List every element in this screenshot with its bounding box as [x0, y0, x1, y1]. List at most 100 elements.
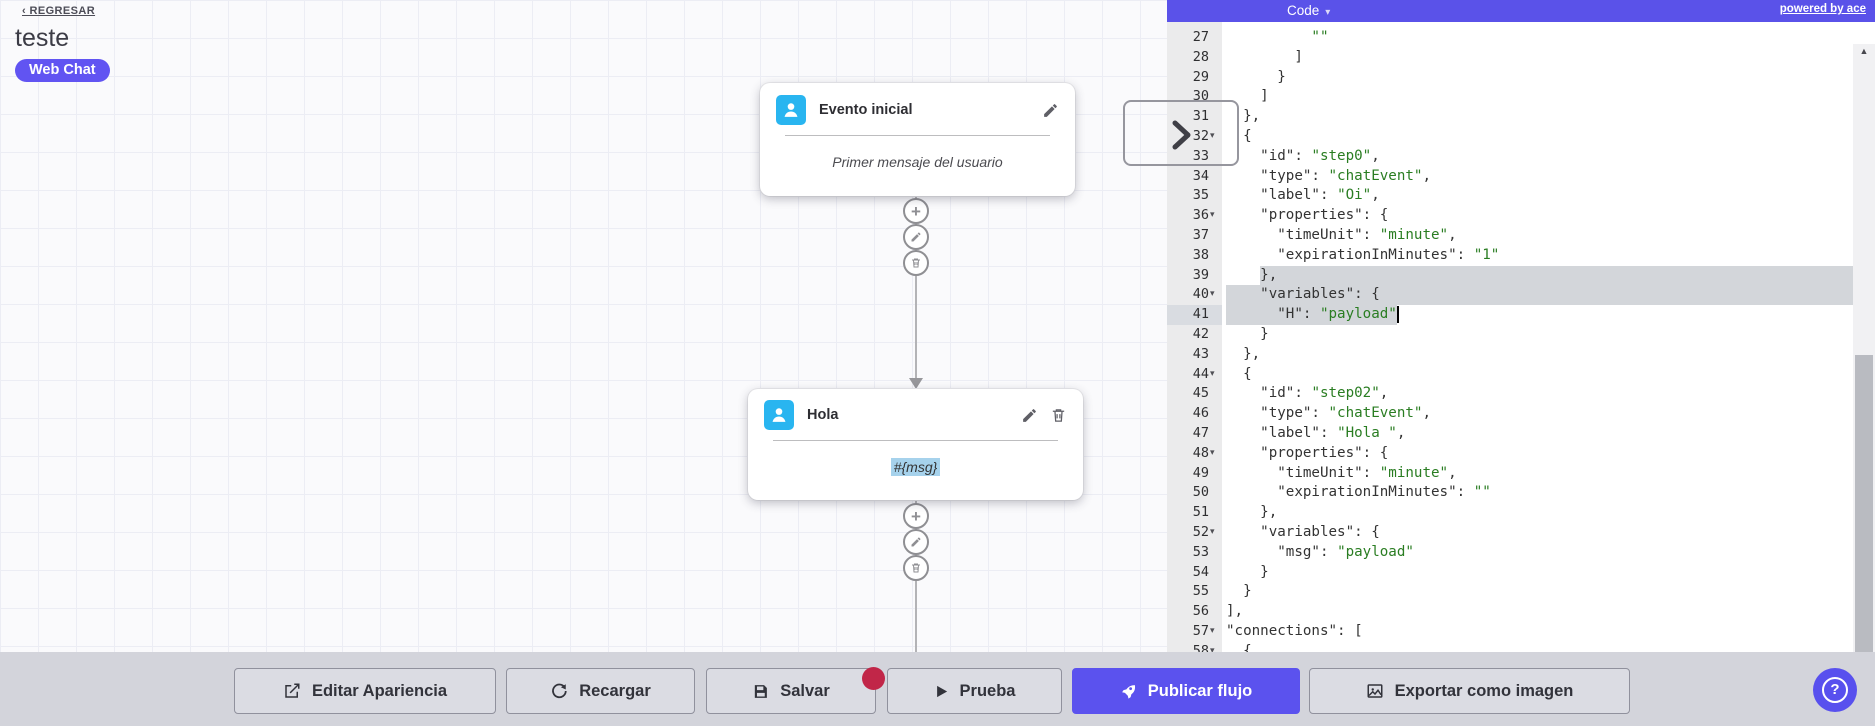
pencil-icon [911, 537, 921, 547]
edit-node-button[interactable] [1042, 102, 1059, 119]
code-line-44[interactable]: 44▾ { [1167, 364, 1853, 385]
code-line-36[interactable]: 36▾ "properties": { [1167, 206, 1853, 226]
delete-node-button[interactable] [1050, 407, 1067, 424]
line-number: 41 [1167, 305, 1222, 325]
code-line-33[interactable]: 33 "id": "step0", [1167, 146, 1853, 167]
fold-arrow-icon[interactable]: ▾ [1210, 210, 1215, 221]
bottom-toolbar: Editar Apariencia Recargar Salvar Prueba… [0, 652, 1875, 726]
publicar-flujo-button[interactable]: Publicar flujo [1072, 668, 1300, 714]
trash-icon [912, 258, 920, 268]
code-line-45[interactable]: 45 "id": "step02", [1167, 384, 1853, 405]
fold-arrow-icon[interactable]: ▾ [1210, 447, 1215, 458]
code-line-51[interactable]: 51 }, [1167, 503, 1853, 523]
code-line-30[interactable]: 30 ] [1167, 87, 1853, 108]
scroll-up-icon[interactable]: ▲ [1859, 46, 1869, 56]
scrollbar-thumb[interactable] [1855, 355, 1873, 655]
editor-header: Code▾ powered by ace [1167, 0, 1875, 22]
code-text: "type": "chatEvent", [1260, 405, 1432, 422]
fold-arrow-icon[interactable]: ▾ [1210, 289, 1215, 300]
editor-scrollbar[interactable]: ▲ [1853, 44, 1875, 655]
code-line-54[interactable]: 54 } [1167, 562, 1853, 583]
fold-arrow-icon[interactable]: ▾ [1210, 368, 1215, 379]
add-step-button[interactable]: + [903, 503, 929, 529]
code-text: ] [1226, 88, 1269, 105]
code-line-55[interactable]: 55 } [1167, 582, 1853, 603]
code-line-58[interactable]: 58▾ { [1167, 641, 1853, 655]
code-line-35[interactable]: 35 "label": "Oi", [1167, 186, 1853, 207]
fold-arrow-icon[interactable]: ▾ [1210, 526, 1215, 537]
line-number: 56 [1167, 602, 1222, 622]
refresh-icon [552, 683, 567, 699]
exportar-imagen-button[interactable]: Exportar como imagen [1309, 668, 1630, 714]
divider [773, 440, 1058, 441]
line-number: 50 [1167, 483, 1222, 504]
code-line-47[interactable]: 47 "label": "Hola ", [1167, 423, 1853, 444]
code-text: "timeUnit": "minute", [1277, 464, 1457, 481]
code-line-42[interactable]: 42 } [1167, 324, 1853, 345]
flow-node-hola[interactable]: Hola #{msg} [748, 389, 1083, 500]
line-number: 40 [1167, 285, 1222, 306]
code-editor-area[interactable]: 27 ""28 ]29 }30 ]31 },32▾ {33 "id": "ste… [1167, 22, 1875, 655]
edit-connection-button[interactable] [903, 529, 929, 555]
code-line-27[interactable]: 27 "" [1167, 28, 1853, 48]
salvar-button[interactable]: Salvar [706, 668, 876, 714]
code-line-48[interactable]: 48▾ "properties": { [1167, 443, 1853, 464]
code-text: { [1226, 127, 1252, 144]
code-line-32[interactable]: 32▾ { [1167, 126, 1853, 147]
collapse-panel-button[interactable] [1123, 100, 1239, 166]
code-mode-dropdown[interactable]: Code▾ [1287, 3, 1331, 18]
user-icon [776, 95, 806, 125]
edit-node-button[interactable] [1021, 407, 1038, 424]
powered-by-ace-link[interactable]: powered by ace [1779, 3, 1866, 15]
help-button[interactable]: ? [1813, 668, 1857, 712]
code-line-41[interactable]: 41 "H": "payload" [1167, 305, 1853, 325]
code-line-38[interactable]: 38 "expirationInMinutes": "1" [1167, 245, 1853, 266]
line-number: 51 [1167, 503, 1222, 523]
flow-canvas[interactable]: ‹ REGRESAR teste Web Chat + + Even [0, 0, 1875, 652]
user-icon [764, 400, 794, 430]
delete-connection-button[interactable] [903, 250, 929, 276]
code-text: } [1226, 68, 1286, 85]
code-line-52[interactable]: 52▾ "variables": { [1167, 522, 1853, 543]
code-line-39[interactable]: 39 }, [1167, 265, 1853, 286]
line-number: 52 [1167, 522, 1222, 543]
fold-arrow-icon[interactable]: ▾ [1210, 625, 1215, 636]
play-icon [936, 685, 947, 697]
code-line-31[interactable]: 31 }, [1167, 107, 1853, 127]
code-line-53[interactable]: 53 "msg": "payload" [1167, 542, 1853, 563]
code-line-37[interactable]: 37 "timeUnit": "minute", [1167, 225, 1853, 246]
edit-connection-button[interactable] [903, 224, 929, 250]
code-text: } [1226, 583, 1252, 600]
code-line-34[interactable]: 34 "type": "chatEvent", [1167, 166, 1853, 187]
code-line-46[interactable]: 46 "type": "chatEvent", [1167, 404, 1853, 424]
code-line-57[interactable]: 57▾"connections": [ [1167, 621, 1853, 642]
code-line-29[interactable]: 29 } [1167, 67, 1853, 88]
page-title: teste [15, 24, 70, 52]
code-line-28[interactable]: 28 ] [1167, 47, 1853, 68]
back-link[interactable]: ‹ REGRESAR [22, 5, 96, 17]
editar-apariencia-button[interactable]: Editar Apariencia [234, 668, 496, 714]
code-text: "properties": { [1260, 207, 1389, 224]
line-number: 55 [1167, 582, 1222, 603]
code-line-43[interactable]: 43 }, [1167, 344, 1853, 365]
add-step-button[interactable]: + [903, 198, 929, 224]
code-line-56[interactable]: 56], [1167, 602, 1853, 622]
fold-arrow-icon[interactable]: ▾ [1210, 645, 1215, 655]
delete-connection-button[interactable] [903, 555, 929, 581]
code-text: "timeUnit": "minute", [1277, 226, 1457, 243]
recargar-button[interactable]: Recargar [506, 668, 695, 714]
node-title: Evento inicial [819, 102, 913, 118]
code-line-40[interactable]: 40▾ "variables": { [1167, 285, 1853, 306]
prueba-button[interactable]: Prueba [887, 668, 1062, 714]
code-text: } [1226, 563, 1269, 580]
code-text: "properties": { [1260, 444, 1389, 461]
save-icon [755, 684, 768, 698]
flow-node-evento-inicial[interactable]: Evento inicial Primer mensaje del usuari… [760, 83, 1075, 196]
text-cursor [1396, 306, 1399, 324]
line-number: 42 [1167, 324, 1222, 345]
code-line-50[interactable]: 50 "expirationInMinutes": "" [1167, 483, 1853, 504]
line-number: 54 [1167, 562, 1222, 583]
code-line-49[interactable]: 49 "timeUnit": "minute", [1167, 463, 1853, 484]
fold-arrow-icon[interactable]: ▾ [1210, 130, 1215, 141]
